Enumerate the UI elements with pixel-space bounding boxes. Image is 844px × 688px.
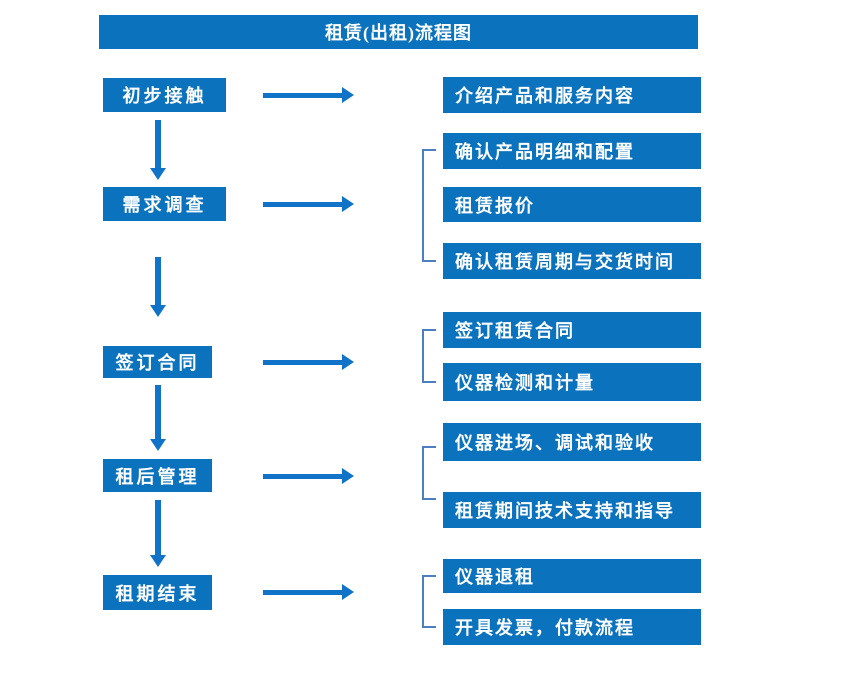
detail-box: 介绍产品和服务内容 bbox=[443, 77, 701, 113]
stage-box-sign-contract: 签订合同 bbox=[103, 346, 212, 378]
group-bracket bbox=[422, 329, 436, 383]
stage-box-demand-survey: 需求调查 bbox=[103, 187, 226, 221]
flowchart-title: 租赁(出租)流程图 bbox=[99, 15, 698, 49]
detail-box: 租赁报价 bbox=[443, 187, 701, 222]
group-bracket bbox=[422, 149, 436, 262]
arrow-right-icon bbox=[263, 354, 354, 370]
detail-box: 开具发票，付款流程 bbox=[443, 609, 701, 645]
arrow-right-icon bbox=[263, 87, 354, 103]
stage-box-post-rental-management: 租后管理 bbox=[103, 459, 212, 492]
stage-box-initial-contact: 初步接触 bbox=[103, 78, 226, 112]
detail-box: 仪器检测和计量 bbox=[443, 363, 701, 401]
arrow-down-icon bbox=[149, 120, 166, 180]
group-bracket bbox=[422, 575, 436, 628]
detail-box: 仪器退租 bbox=[443, 559, 701, 593]
arrow-down-icon bbox=[149, 257, 166, 317]
arrow-right-icon bbox=[263, 584, 354, 600]
stage-box-rental-end: 租期结束 bbox=[103, 575, 212, 610]
arrow-right-icon bbox=[263, 196, 354, 212]
detail-box: 租赁期间技术支持和指导 bbox=[443, 492, 701, 528]
group-bracket bbox=[422, 446, 436, 500]
detail-box: 确认产品明细和配置 bbox=[443, 133, 701, 169]
arrow-down-icon bbox=[149, 385, 166, 451]
detail-box: 仪器进场、调试和验收 bbox=[443, 423, 701, 461]
detail-box: 签订租赁合同 bbox=[443, 312, 701, 348]
detail-box: 确认租赁周期与交货时间 bbox=[443, 243, 701, 279]
arrow-right-icon bbox=[263, 468, 354, 484]
arrow-down-icon bbox=[149, 500, 166, 567]
